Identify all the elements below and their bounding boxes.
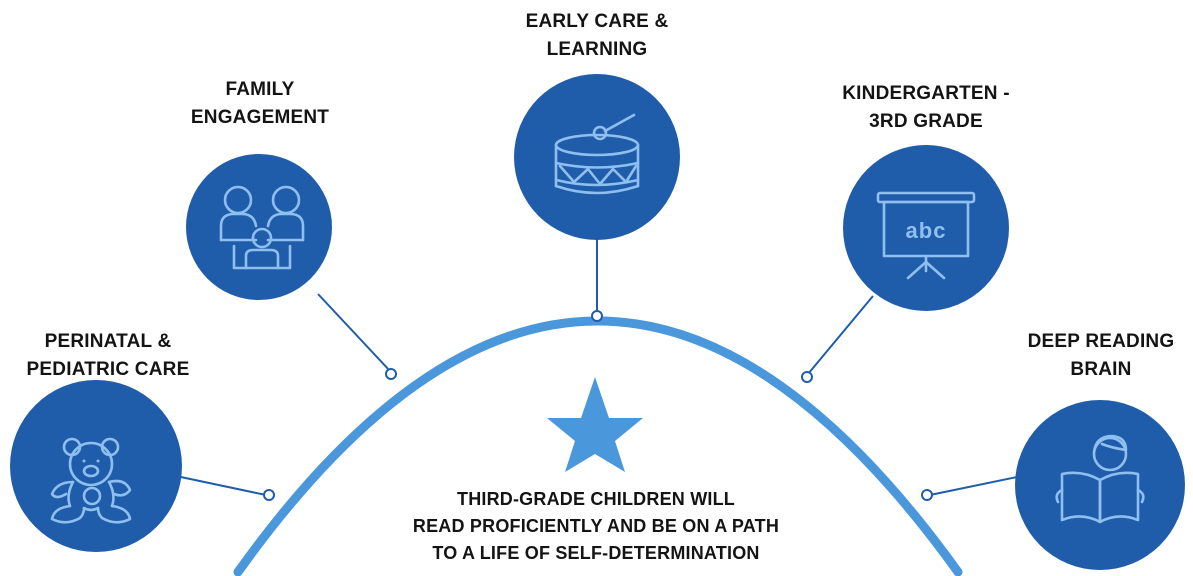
reading-child-icon (1055, 434, 1145, 524)
label-perinatal: PERINATAL & PEDIATRIC CARE (19, 328, 197, 384)
abc-board-text: abc (906, 218, 947, 243)
node-circle-family (186, 154, 332, 300)
label-family-line-1: FAMILY (225, 79, 295, 100)
family-icon (219, 185, 305, 270)
label-kindergarten: KINDERGARTEN - 3RD GRADE (826, 80, 1026, 136)
label-reading-line-2: BRAIN (1070, 359, 1132, 380)
label-early-care-line-1: EARLY CARE & (525, 11, 669, 32)
label-perinatal-line-2: PEDIATRIC CARE (26, 359, 190, 380)
label-early-care-line-2: LEARNING (546, 39, 648, 60)
teddy-bear-icon (50, 437, 132, 524)
goal-statement: THIRD-GRADE CHILDREN WILL READ PROFICIEN… (356, 486, 836, 567)
connector-perinatal (175, 475, 267, 496)
connector-family (317, 293, 391, 372)
label-reading: DEEP READING BRAIN (1016, 328, 1186, 384)
label-kindergarten-line-2: 3RD GRADE (869, 111, 983, 132)
node-circle-early-care (514, 74, 680, 240)
abc-board-icon: abc (876, 191, 976, 280)
connector-dot-family (385, 368, 397, 380)
label-family-line-2: ENGAGEMENT (190, 107, 330, 128)
label-perinatal-line-1: PERINATAL & (44, 331, 172, 352)
connector-reading (929, 475, 1023, 496)
goal-line-2: READ PROFICIENTLY AND BE ON A PATH (412, 516, 780, 536)
label-reading-line-1: DEEP READING (1027, 331, 1175, 352)
label-family: FAMILY ENGAGEMENT (180, 76, 340, 132)
goal-line-3: TO A LIFE OF SELF-DETERMINATION (432, 543, 760, 563)
connector-dot-perinatal (263, 489, 275, 501)
connector-dot-reading (921, 489, 933, 501)
star-icon (547, 377, 643, 472)
label-kindergarten-line-1: KINDERGARTEN - (842, 83, 1010, 104)
goal-line-1: THIRD-GRADE CHILDREN WILL (457, 489, 735, 509)
connector-dot-early-care (591, 310, 603, 322)
connector-dot-kindergarten (801, 371, 813, 383)
label-early-care: EARLY CARE & LEARNING (507, 8, 687, 64)
node-circle-kindergarten (843, 145, 1009, 311)
drum-icon (554, 113, 640, 195)
connector-kindergarten (807, 295, 874, 375)
